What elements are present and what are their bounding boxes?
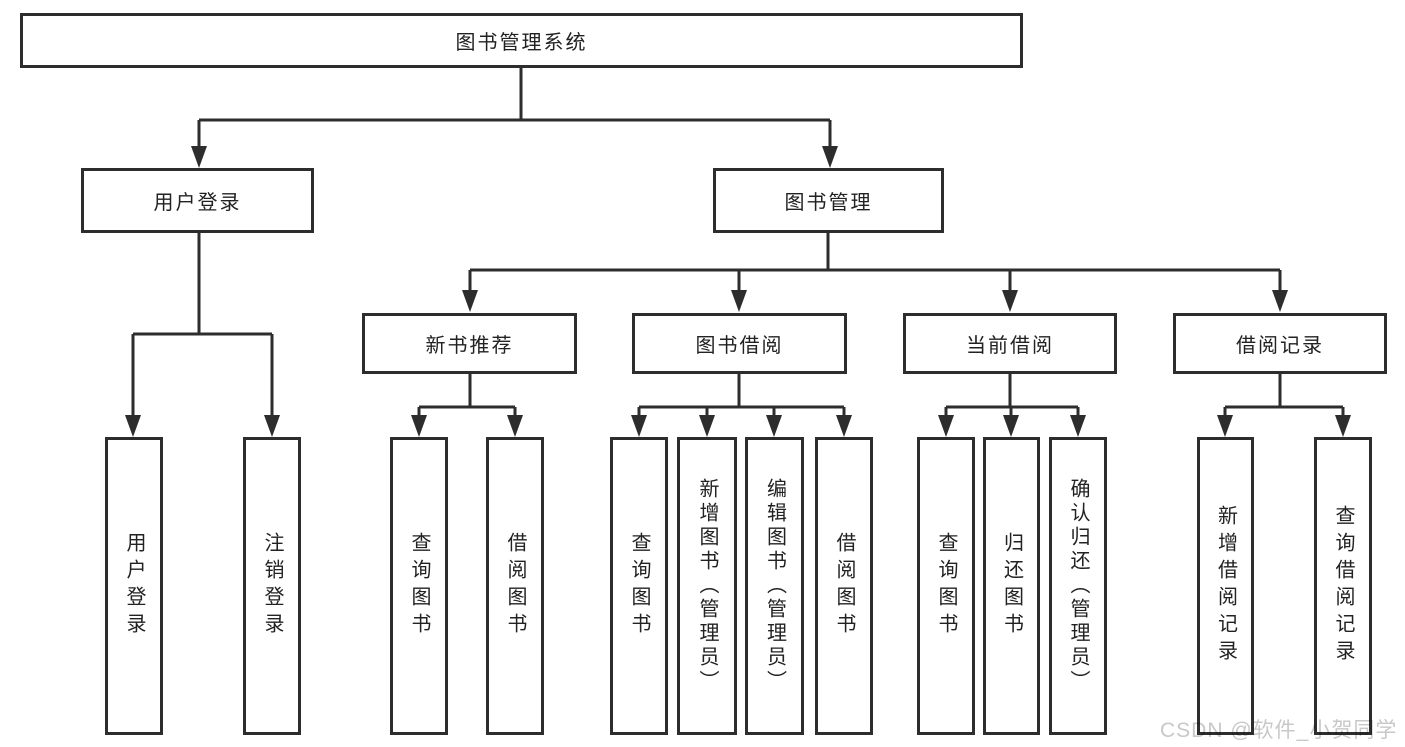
- node-book-borrowing: 图书借阅: [632, 313, 847, 374]
- node-label: 注销登录: [261, 532, 283, 640]
- node-label: 图书管理系统: [455, 32, 588, 54]
- node-label: 当前借阅: [966, 335, 1054, 357]
- node-label: 用户登录: [123, 532, 145, 640]
- leaf-query-borrow-record: 查询借阅记录: [1314, 437, 1372, 735]
- node-borrowing-records: 借阅记录: [1173, 313, 1387, 374]
- node-label: 用户登录: [153, 192, 242, 214]
- node-label: 借阅图书: [504, 532, 526, 640]
- node-label: 借阅记录: [1236, 335, 1324, 357]
- leaf-edit-books-admin: 编辑图书（管理员）: [745, 437, 804, 735]
- leaf-logout: 注销登录: [243, 437, 301, 735]
- leaf-return-books: 归还图书: [983, 437, 1040, 735]
- node-label: 查询图书: [935, 532, 957, 640]
- leaf-borrow-books-borrowing: 借阅图书: [815, 437, 873, 735]
- node-label: 查询图书: [408, 532, 430, 640]
- node-label: 编辑图书（管理员）: [763, 478, 786, 694]
- node-label: 新增借阅记录: [1214, 505, 1237, 667]
- node-label: 归还图书: [1000, 532, 1023, 640]
- node-book-management: 图书管理: [713, 168, 944, 233]
- leaf-query-books-borrowing: 查询图书: [610, 437, 668, 735]
- node-label: 新书推荐: [425, 335, 514, 357]
- leaf-query-books-current: 查询图书: [917, 437, 975, 735]
- arrowhead-icons: [125, 146, 1351, 437]
- leaf-add-books-admin: 新增图书（管理员）: [677, 437, 737, 735]
- watermark: CSDN @软件_小贺同学: [1160, 719, 1398, 742]
- node-label: 查询借阅记录: [1332, 505, 1354, 667]
- node-new-book-recommend: 新书推荐: [362, 313, 577, 374]
- leaf-add-borrow-record: 新增借阅记录: [1197, 437, 1254, 735]
- node-book-management-system: 图书管理系统: [20, 13, 1023, 68]
- node-label: 借阅图书: [833, 532, 855, 640]
- leaf-query-books-recommend: 查询图书: [390, 437, 448, 735]
- node-label: 图书管理: [784, 192, 873, 214]
- leaf-borrow-books-recommend: 借阅图书: [486, 437, 544, 735]
- node-current-borrowing: 当前借阅: [903, 313, 1117, 374]
- leaf-confirm-return-admin: 确认归还（管理员）: [1049, 437, 1107, 735]
- node-label: 查询图书: [628, 532, 650, 640]
- node-label: 确认归还（管理员）: [1067, 478, 1089, 694]
- node-label: 新增图书（管理员）: [696, 478, 718, 694]
- node-user-login: 用户登录: [81, 168, 314, 233]
- leaf-user-login: 用户登录: [105, 437, 163, 735]
- node-label: 图书借阅: [695, 335, 784, 357]
